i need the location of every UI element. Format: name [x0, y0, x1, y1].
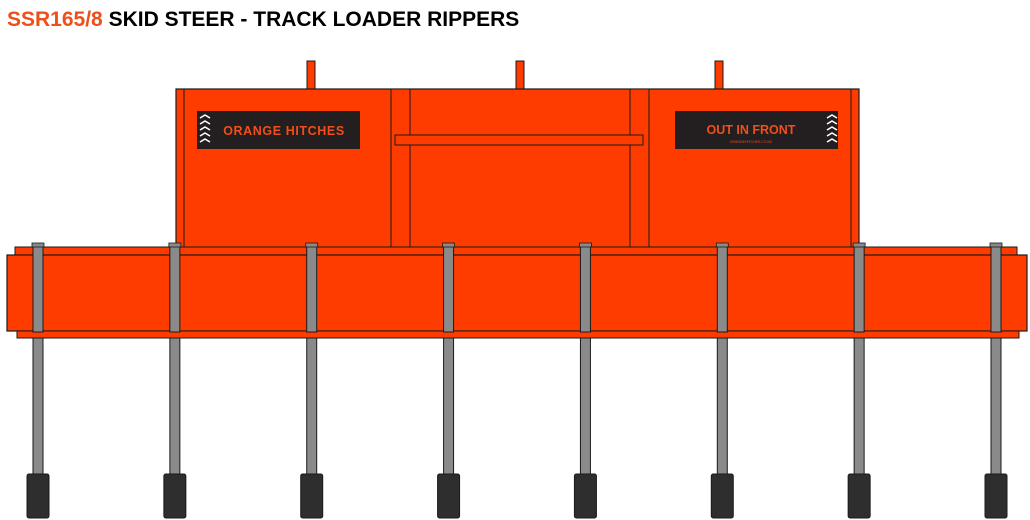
tine-shank-lower	[853, 337, 865, 476]
plate-crossbar	[394, 134, 644, 146]
tine-tip	[573, 473, 597, 519]
tine-shank-upper	[168, 242, 182, 333]
tine-shank-upper	[305, 242, 319, 333]
toolbar-beam	[6, 246, 1028, 339]
ripper-tine	[847, 337, 871, 519]
tine-tip	[437, 473, 461, 519]
chevron-icon	[826, 114, 838, 143]
ripper-tines	[26, 337, 1008, 519]
decal-brand-text: ORANGE HITCHES	[223, 124, 345, 138]
tine-tip	[710, 473, 734, 519]
tine-shank-lower	[169, 337, 181, 476]
tine-shank-lower	[579, 337, 591, 476]
decal-orange-hitches: ORANGE HITCHES	[197, 111, 360, 149]
decal-slogan-text: OUT IN FRONT	[707, 123, 796, 137]
ripper-tine	[710, 337, 734, 519]
mount-hook-right	[714, 60, 724, 92]
decal-out-in-front: OUT IN FRONT ORANGEHITCHES.CO.NZ	[675, 111, 838, 149]
chevron-icon	[199, 114, 211, 143]
product-description: SKID STEER - TRACK LOADER RIPPERS	[108, 8, 520, 31]
tine-tip	[847, 473, 871, 519]
tine-tip	[300, 473, 324, 519]
ripper-tine	[26, 337, 50, 519]
ripper-tine	[163, 337, 187, 519]
tine-shank-upper	[31, 242, 45, 333]
model-code: SSR165/8	[7, 8, 103, 31]
ripper-tine	[437, 337, 461, 519]
tine-shanks	[31, 242, 1003, 333]
tine-shank-lower	[32, 337, 44, 476]
mount-hooks	[306, 60, 724, 92]
plate-rib-right	[629, 88, 650, 250]
tine-tip	[984, 473, 1008, 519]
ripper-tine	[984, 337, 1008, 519]
tine-shank-lower	[443, 337, 455, 476]
tine-tip	[163, 473, 187, 519]
tine-shank-lower	[990, 337, 1002, 476]
tine-shank-lower	[306, 337, 318, 476]
mount-hook-left	[306, 60, 316, 92]
tine-shank-upper	[852, 242, 866, 333]
tine-shank-upper	[579, 242, 592, 333]
tine-shank-upper	[442, 242, 455, 333]
tine-shank-upper	[715, 242, 729, 333]
mount-hook-center	[515, 60, 525, 92]
ripper-tine	[573, 337, 597, 519]
page-title: SSR165/8 SKID STEER - TRACK LOADER RIPPE…	[7, 8, 519, 32]
plate-rib-left	[390, 88, 411, 250]
tine-shank-upper	[989, 242, 1003, 333]
decal-website-text: ORANGEHITCHES.CO.NZ	[730, 140, 773, 144]
tine-tip	[26, 473, 50, 519]
ripper-tine	[300, 337, 324, 519]
tine-shank-lower	[716, 337, 728, 476]
